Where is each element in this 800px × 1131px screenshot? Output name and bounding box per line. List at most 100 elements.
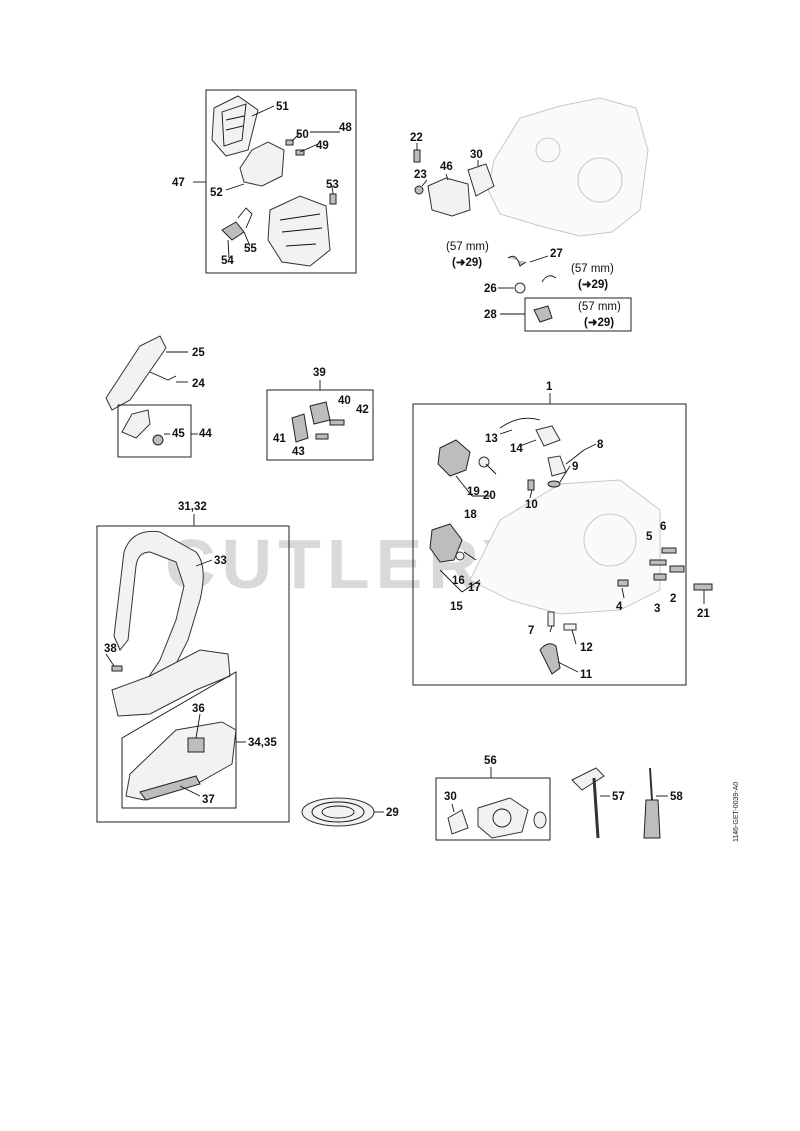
part-6-stud[interactable] (661, 547, 677, 554)
group-47-assembly: 47 51 48 50 49 52 53 55 54 (172, 89, 357, 274)
part-42-screw[interactable] (329, 419, 345, 426)
part-15-nut[interactable] (429, 523, 463, 563)
label-9: 9 (572, 461, 578, 473)
box-44 (117, 404, 192, 458)
label-27: 27 (550, 248, 563, 260)
label-16: 16 (452, 575, 465, 587)
label-55: 55 (244, 243, 257, 255)
part-18-nut[interactable] (437, 439, 471, 477)
part-27-hose[interactable] (507, 255, 527, 267)
crankcase-ghost-top (487, 97, 649, 237)
label-28: 28 (484, 309, 497, 321)
part-28-fitting[interactable] (533, 305, 553, 323)
label-29: 29 (386, 807, 399, 819)
part-54-lever[interactable] (221, 221, 245, 241)
label-36: 36 (192, 703, 205, 715)
part-26-filter[interactable] (514, 282, 526, 294)
label-12: 12 (580, 642, 593, 654)
part-47-housing[interactable] (267, 195, 331, 267)
part-12-valve[interactable] (563, 623, 577, 631)
label-26: 26 (484, 283, 497, 295)
label-41: 41 (273, 433, 286, 445)
part-8-cap[interactable] (547, 455, 567, 477)
part-2-stud[interactable] (669, 565, 685, 573)
label-45: 45 (172, 428, 185, 440)
label-47: 47 (172, 177, 185, 189)
part-40-spring[interactable] (309, 401, 331, 425)
part-57-wrench-head[interactable] (571, 767, 605, 791)
part-31-handlebar[interactable] (113, 530, 204, 701)
part-5-stud[interactable] (649, 559, 667, 566)
box-31-32 (96, 525, 290, 823)
ref-26-ref: (➜29) (578, 279, 608, 291)
ref-28-size: (57 mm) (578, 301, 621, 313)
part-53-screw[interactable] (329, 193, 337, 205)
box-47 (205, 89, 357, 274)
label-17: 17 (468, 582, 481, 594)
ref-28-ref: (➜29) (584, 317, 614, 329)
label-4: 4 (616, 601, 623, 613)
part-3-stud[interactable] (653, 573, 667, 581)
drawing-code: 1146-GET-0039-A0 (733, 782, 740, 842)
part-30-gasket[interactable] (467, 163, 495, 197)
ref-26-size: (57 mm) (571, 263, 614, 275)
part-52-plate[interactable] (239, 141, 285, 187)
part-36-label[interactable] (187, 737, 205, 753)
group-21: 21 (693, 583, 713, 620)
part-25-handle[interactable] (105, 335, 167, 411)
part-9-seal[interactable] (547, 480, 561, 488)
part-14-filter[interactable] (535, 425, 561, 447)
group-39-springs: 39 40 42 41 43 (266, 367, 374, 461)
label-30-top: 30 (470, 149, 483, 161)
part-41-spring[interactable] (291, 413, 309, 443)
label-8: 8 (597, 439, 604, 451)
label-52: 52 (210, 187, 223, 199)
part-50-screw[interactable] (285, 139, 294, 146)
part-21-stud[interactable] (693, 583, 713, 591)
label-6: 6 (660, 521, 666, 533)
part-22-screw[interactable] (413, 149, 421, 163)
label-54: 54 (221, 255, 234, 267)
part-4-stud[interactable] (617, 579, 629, 587)
label-56: 56 (484, 755, 497, 767)
label-38: 38 (104, 643, 117, 655)
box-39 (266, 389, 374, 461)
label-13: 13 (485, 433, 498, 445)
box-34-35 (121, 671, 237, 809)
label-39: 39 (313, 367, 326, 379)
part-11-hose[interactable] (539, 643, 561, 675)
label-25: 25 (192, 347, 205, 359)
part-56-ring[interactable] (533, 811, 547, 829)
label-20: 20 (483, 490, 496, 502)
part-34-guard[interactable] (125, 721, 237, 801)
part-37-plate[interactable] (139, 775, 201, 801)
part-45-ring[interactable] (152, 434, 164, 446)
part-16-washer[interactable] (455, 551, 465, 561)
part-7-plug[interactable] (547, 611, 555, 627)
label-30-set: 30 (444, 791, 457, 803)
label-33: 33 (214, 555, 227, 567)
part-58-screwdriver[interactable] (643, 799, 661, 839)
part-23-nut[interactable] (414, 185, 424, 195)
part-51-cover[interactable] (211, 95, 259, 157)
label-7: 7 (528, 625, 534, 637)
label-34-35: 34,35 (248, 737, 277, 749)
label-48: 48 (339, 122, 352, 134)
label-50: 50 (296, 129, 309, 141)
part-49-screw[interactable] (295, 149, 305, 156)
part-57-wrench-shaft (592, 777, 600, 839)
part-46-carburetor[interactable] (427, 177, 471, 217)
part-30-gasket[interactable] (447, 809, 469, 835)
part-10-screw[interactable] (527, 479, 535, 491)
part-44-lever[interactable] (121, 409, 151, 439)
label-51: 51 (276, 101, 289, 113)
label-22: 22 (410, 132, 423, 144)
label-21: 21 (697, 608, 710, 620)
label-57: 57 (612, 791, 625, 803)
part-56-cylinder-gasket[interactable] (477, 797, 529, 839)
part-38-screw[interactable] (111, 665, 123, 672)
label-3: 3 (654, 603, 660, 615)
part-43-screw[interactable] (315, 433, 329, 440)
ref-27-size: (57 mm) (446, 241, 489, 253)
